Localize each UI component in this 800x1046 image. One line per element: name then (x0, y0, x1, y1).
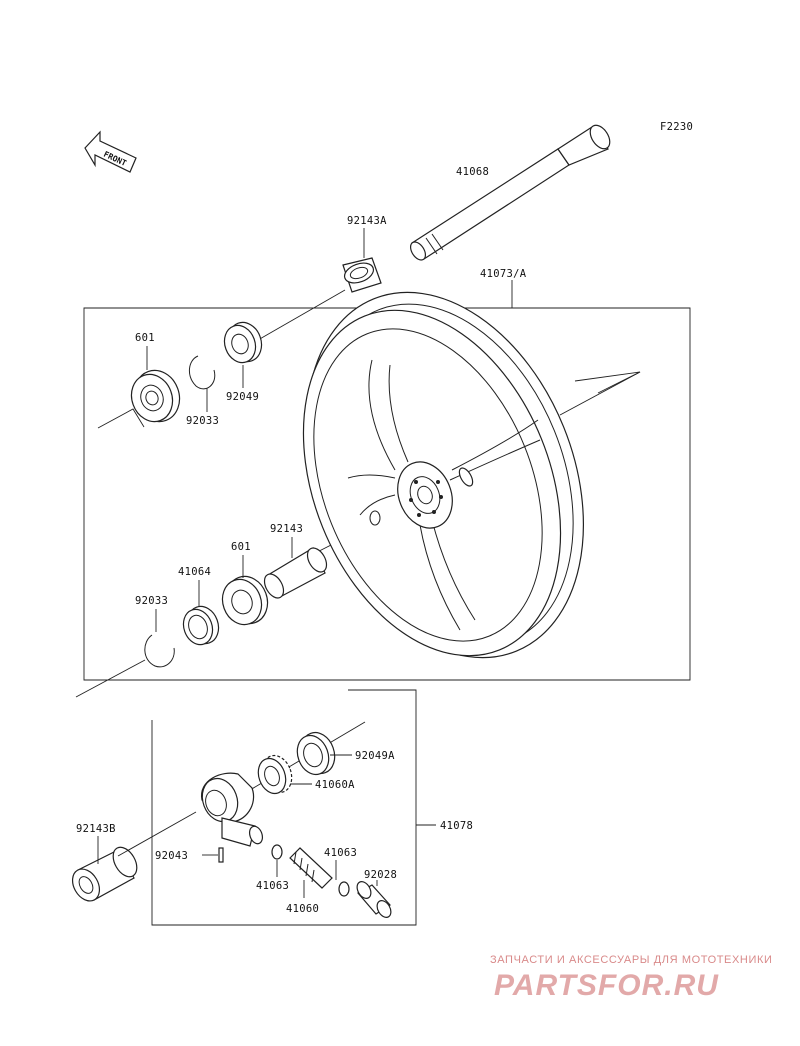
bearing-right (221, 575, 269, 626)
bearing-left (130, 369, 181, 423)
label-seal-right: 92049A (355, 750, 395, 762)
washer-2 (338, 881, 350, 897)
bushing (356, 881, 392, 918)
collar-a (342, 257, 382, 293)
spacer (263, 547, 328, 599)
watermark-text: ЗАПЧАСТИ И АКСЕССУАРЫ ДЛЯ МОТОТЕХНИКИ (490, 954, 772, 966)
diagram-code: F2230 (660, 121, 693, 133)
label-collar-a: 92143A (347, 215, 387, 227)
axle (409, 124, 611, 261)
gearbox-housing (201, 772, 264, 847)
seal-right (296, 731, 336, 776)
speedo-gear (257, 754, 293, 795)
label-bearing-right: 601 (231, 541, 251, 553)
label-speedo-gearbox: 41078 (440, 820, 473, 832)
label-circlip-left: 92033 (186, 415, 219, 427)
label-speedo-gear: 41060A (315, 779, 355, 791)
collar-b (71, 846, 138, 902)
pin (218, 847, 224, 863)
label-wheel-assy: 41073/A (480, 268, 527, 280)
label-spacer: 92143 (270, 523, 303, 535)
ring (182, 605, 220, 646)
label-axle: 41068 (456, 166, 489, 178)
front-arrow-icon: FRONT (84, 130, 137, 173)
pinion (289, 847, 333, 889)
label-seal-left: 92049 (226, 391, 259, 403)
watermark-logo: PARTSFOR.RU (494, 969, 719, 1002)
label-washer-1: 41063 (256, 880, 289, 892)
circlip-right (144, 634, 175, 668)
label-pin: 92043 (155, 850, 188, 862)
label-collar-b: 92143B (76, 823, 116, 835)
label-bearing-left: 601 (135, 332, 155, 344)
seal-left (223, 321, 263, 364)
watermark: ЗАПЧАСТИ И АКСЕССУАРЫ ДЛЯ МОТОТЕХНИКИ PA… (490, 954, 772, 1002)
washer-1 (271, 844, 283, 860)
label-ring: 41064 (178, 566, 211, 578)
label-pinion: 41060 (286, 903, 319, 915)
circlip-left (189, 355, 216, 390)
label-washer-2: 41063 (324, 847, 357, 859)
wheel-rim (302, 291, 584, 659)
label-bushing: 92028 (364, 869, 397, 881)
label-circlip-right: 92033 (135, 595, 168, 607)
